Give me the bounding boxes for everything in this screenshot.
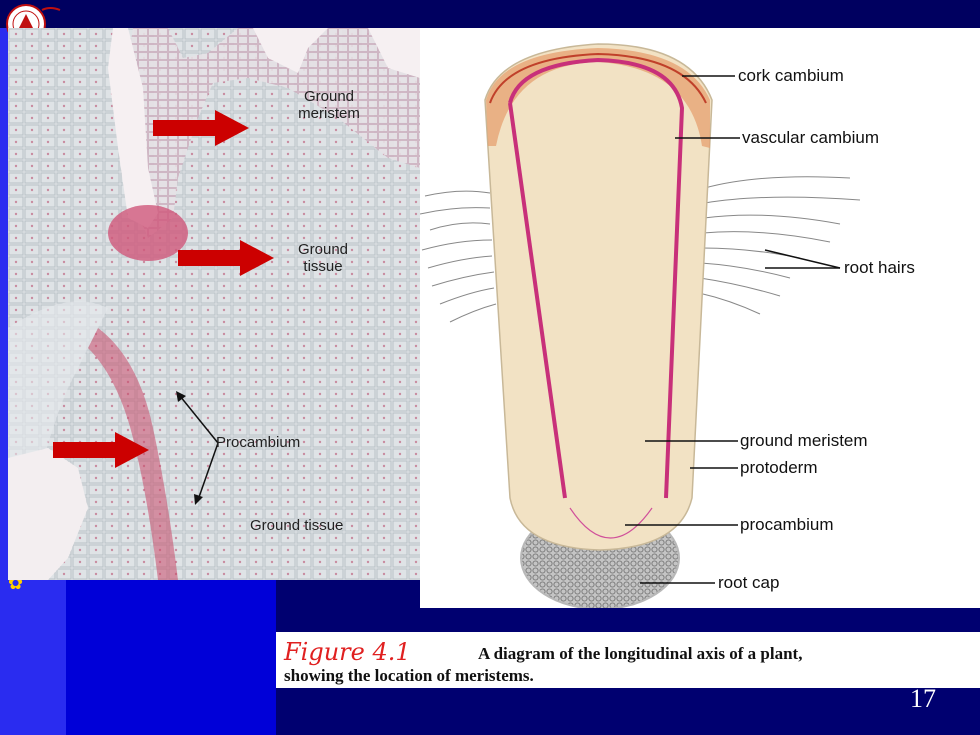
label-ground-meristem: Ground meristem: [284, 88, 374, 122]
page-number: 17: [910, 684, 936, 713]
label-procambium: procambium: [740, 515, 834, 534]
figure-number: Figure 4.1: [284, 638, 411, 666]
root-hairs-right: [698, 176, 861, 315]
label-ground-tissue-top: Ground tissue: [278, 241, 368, 275]
procambium-pointer-icon: [176, 391, 219, 505]
label-line: tissue: [303, 258, 343, 275]
figure-caption: Figure 4.1 A diagram of the longitudinal…: [276, 632, 980, 688]
caption-text-line2: showing the location of meristems.: [284, 666, 534, 685]
label-procambium-micro: Procambium: [216, 434, 301, 451]
label-vascular-cambium: vascular cambium: [742, 128, 879, 147]
blue-decor-panel: [66, 580, 276, 735]
title-bar: [0, 0, 980, 28]
red-arrow-icon: [53, 432, 149, 468]
label-root-cap: root cap: [718, 573, 780, 592]
label-protoderm: protoderm: [740, 458, 818, 477]
label-root-hairs: root hairs: [844, 258, 915, 277]
label-line: meristem: [298, 105, 360, 122]
root-diagram: cork cambium vascular cambium root hairs…: [420, 28, 980, 608]
red-arrow-icon: [178, 240, 274, 276]
caption-text-line1: A diagram of the longitudinal axis of a …: [478, 644, 803, 663]
label-ground-meristem: ground meristem: [740, 431, 868, 450]
micrograph-image: Ground meristem Ground tissue Procambium…: [8, 28, 420, 580]
label-ground-tissue-bottom: Ground tissue: [250, 517, 344, 534]
label-cork-cambium: cork cambium: [738, 66, 844, 85]
label-line: Ground: [303, 88, 355, 105]
label-line: Ground: [297, 241, 349, 258]
red-arrow-icon: [153, 110, 249, 146]
root-hairs-left: [420, 190, 497, 323]
